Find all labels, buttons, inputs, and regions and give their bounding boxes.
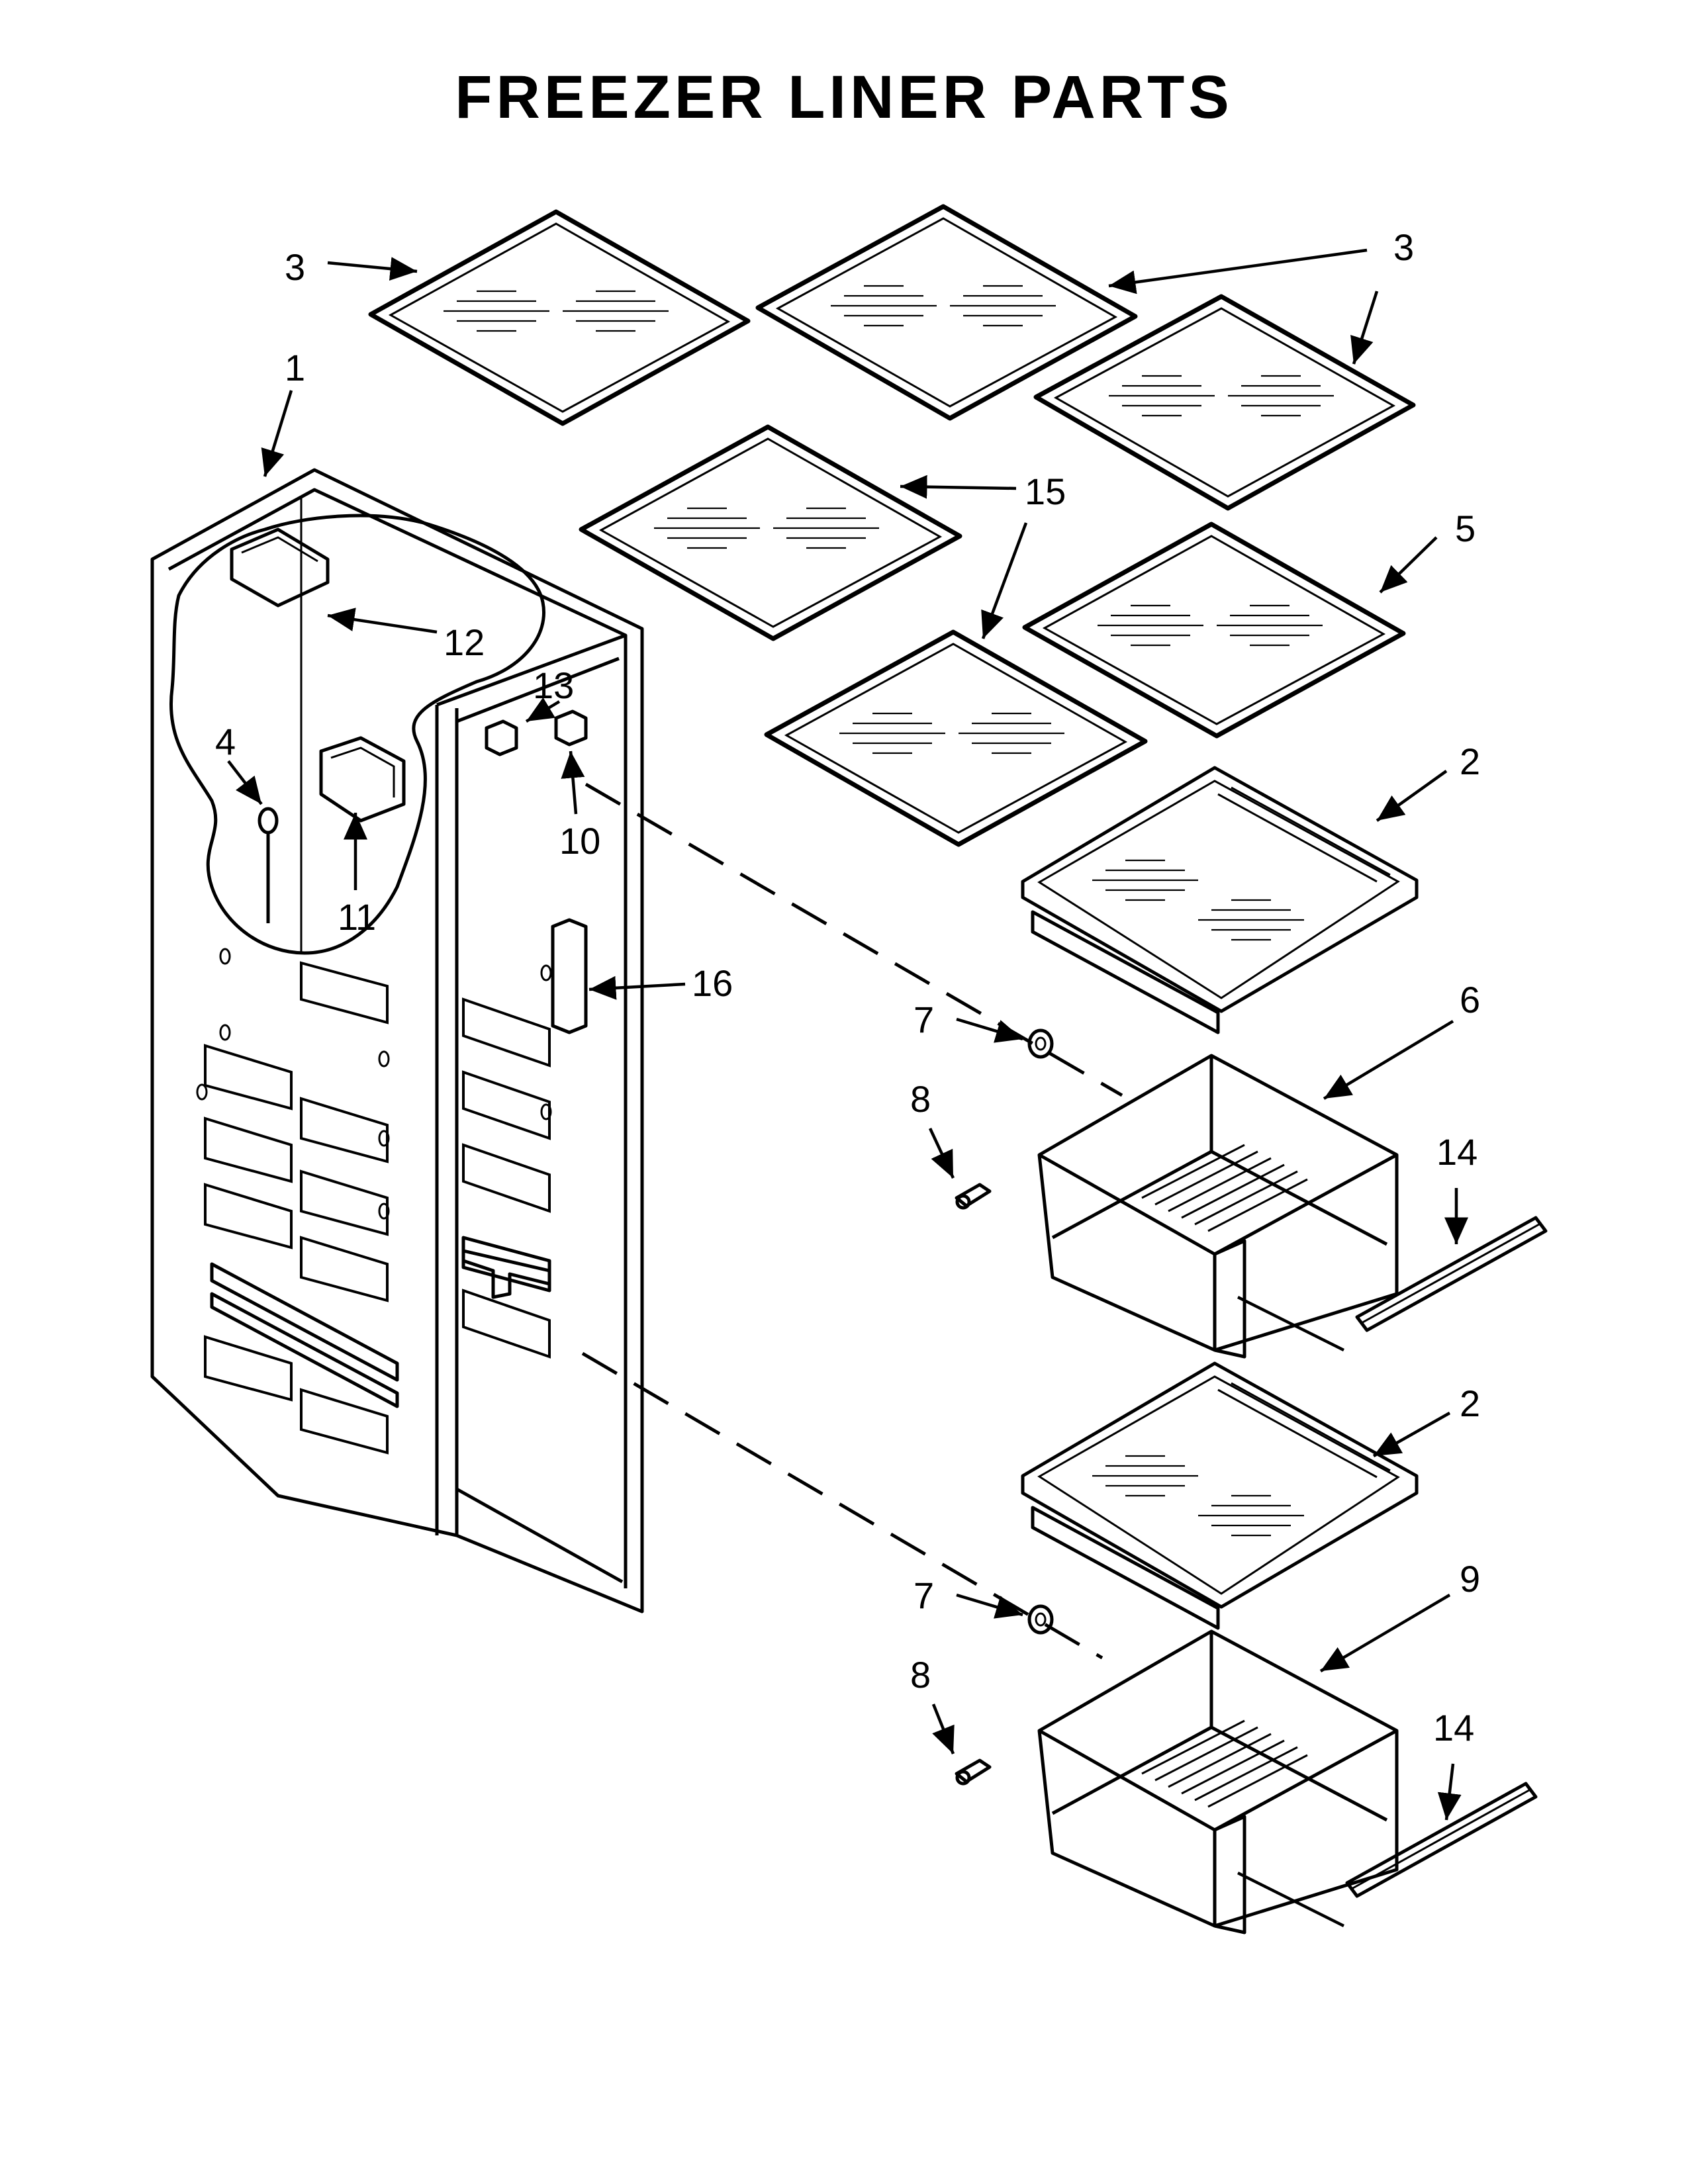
glass-shelf-5	[1022, 522, 1406, 739]
callout-15: 15	[1025, 471, 1066, 512]
glass-shelf-15-lower	[764, 629, 1148, 847]
callout-3: 3	[285, 246, 305, 288]
glass-shelf-3-top-left	[368, 209, 751, 426]
control-housing-12	[230, 527, 330, 608]
callout-labels: 3 3 1 15 5 12 13 4 10 2 11 16 6 7 8 14 2…	[215, 226, 1480, 1749]
callout-7: 7	[914, 999, 934, 1040]
callout-14: 14	[1436, 1131, 1477, 1173]
freezer-bin-9	[1037, 1629, 1399, 1934]
callout-8: 8	[910, 1078, 931, 1120]
callout-10: 10	[559, 820, 600, 862]
bin-slide-14-upper	[1355, 1216, 1548, 1332]
liner-holes	[196, 948, 552, 1220]
bin-screw-8-lower	[955, 1758, 992, 1786]
callout-1: 1	[285, 347, 305, 388]
slide-guide-line-upper	[1237, 1295, 1345, 1352]
callout-6: 6	[1460, 979, 1480, 1021]
liner-wall-slots	[204, 961, 551, 1455]
callout-2: 2	[1460, 1383, 1480, 1424]
callout-13: 13	[533, 664, 574, 706]
bin-floor-ribs	[1141, 1144, 1308, 1232]
bin-screw-8-upper	[955, 1183, 992, 1210]
alignment-line-lower	[581, 1351, 1103, 1660]
callout-7: 7	[914, 1574, 934, 1616]
callout-16: 16	[692, 962, 733, 1004]
callout-5: 5	[1455, 508, 1476, 549]
bin-roller-7-upper	[1027, 1028, 1054, 1059]
damper-11	[319, 736, 406, 823]
callout-11: 11	[338, 896, 376, 938]
freezer-bin-6	[1037, 1054, 1399, 1359]
callout-9: 9	[1460, 1558, 1480, 1600]
page-title: FREEZER LINER PARTS	[455, 64, 1233, 131]
glass-shelf-15-upper	[579, 424, 962, 641]
slide-guide-line-lower	[1237, 1871, 1345, 1928]
glass-shelf-3-right	[1033, 294, 1416, 511]
alignment-line-upper	[585, 782, 1123, 1097]
callout-4: 4	[215, 721, 236, 762]
callout-3: 3	[1393, 226, 1414, 268]
callout-8: 8	[910, 1654, 931, 1696]
clip-10	[554, 709, 588, 747]
framed-shelf-2-lower	[1021, 1361, 1419, 1630]
thermistor-4	[258, 807, 279, 923]
light-cover-16	[551, 918, 588, 1034]
callout-12: 12	[444, 621, 485, 663]
bin-roller-7-lower	[1027, 1604, 1054, 1635]
callout-14: 14	[1433, 1707, 1474, 1749]
bin-slide-14-lower	[1345, 1782, 1538, 1898]
framed-shelf-2-upper	[1021, 766, 1419, 1034]
glass-shelf-3-top-middle	[755, 204, 1138, 421]
callout-2: 2	[1460, 741, 1480, 782]
liner-bracket	[461, 1236, 551, 1299]
clip-13	[485, 719, 518, 756]
glass-hatch	[444, 290, 669, 332]
leader-arrows	[227, 248, 1468, 1821]
freezer-liner-1	[150, 468, 644, 1614]
